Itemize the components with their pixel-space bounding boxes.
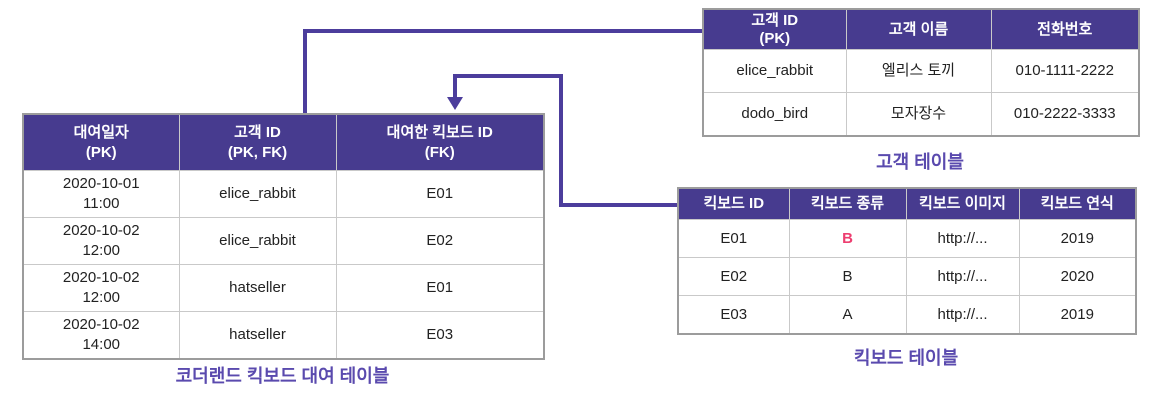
header-line2: (FK): [424, 143, 455, 161]
cell-rental-date: 2020-10-02 14:00: [22, 311, 180, 360]
down-arrowhead-icon: [447, 97, 463, 110]
kickboard-table-header: 킥보드 ID 킥보드 종류 킥보드 이미지 킥보드 연식: [677, 187, 1137, 220]
cell-kickboard-image: http://...: [905, 295, 1020, 335]
cell-rental-date: 2020-10-02 12:00: [22, 264, 180, 312]
date-line: 2020-10-01: [62, 175, 140, 192]
cell-kickboard-year: 2019: [1018, 219, 1137, 258]
rental-header-customer-id: 고객 ID (PK, FK): [178, 113, 337, 171]
cell-customer-phone: 010-2222-3333: [990, 92, 1140, 137]
cell-kickboard-id: E01: [677, 219, 790, 258]
cell-kickboard-id: E02: [677, 257, 790, 296]
cell-customer-id: hatseller: [178, 264, 337, 312]
rental-table: 대여일자 (PK) 고객 ID (PK, FK) 대여한 킥보드 ID (FK)…: [22, 113, 545, 360]
table-row: elice_rabbit 엘리스 토끼 010-1111-2222: [702, 49, 1140, 93]
cell-kickboard-id: E03: [677, 295, 790, 335]
cell-kickboard-year: 2020: [1018, 257, 1137, 296]
header-line2: (PK): [85, 143, 117, 161]
customer-table: 고객 ID (PK) 고객 이름 전화번호 elice_rabbit 엘리스 토…: [702, 8, 1140, 137]
cell-customer-id: elice_rabbit: [178, 170, 337, 218]
customer-header-name: 고객 이름: [845, 8, 992, 50]
customer-table-header: 고객 ID (PK) 고객 이름 전화번호: [702, 8, 1140, 50]
cell-kickboard-year: 2019: [1018, 295, 1137, 335]
header-line1: 대여한 킥보드 ID: [386, 123, 493, 141]
table-row: E03 A http://... 2019: [677, 295, 1137, 335]
table-row: E02 B http://... 2020: [677, 257, 1137, 296]
fk-connector-customer-id: [303, 29, 702, 113]
table-row: dodo_bird 모자장수 010-2222-3333: [702, 92, 1140, 137]
kickboard-header-id: 킥보드 ID: [677, 187, 790, 220]
cell-kickboard-type: A: [788, 295, 907, 335]
kickboard-table: 킥보드 ID 킥보드 종류 킥보드 이미지 킥보드 연식 E01 B http:…: [677, 187, 1137, 335]
cell-customer-id: dodo_bird: [702, 92, 847, 137]
cell-kickboard-id: E03: [335, 311, 545, 360]
table-row: 2020-10-02 14:00 hatseller E03: [22, 311, 545, 360]
rental-header-date: 대여일자 (PK): [22, 113, 180, 171]
customer-header-phone: 전화번호: [990, 8, 1140, 50]
date-line: 2020-10-02: [62, 316, 140, 333]
table-row: 2020-10-02 12:00 hatseller E01: [22, 264, 545, 312]
cell-kickboard-type-highlighted: B: [788, 219, 907, 258]
customer-table-caption: 고객 테이블: [876, 152, 964, 172]
header-line1: 대여일자: [73, 123, 129, 141]
time-line: 14:00: [82, 336, 121, 353]
cell-customer-id: hatseller: [178, 311, 337, 360]
table-row: 2020-10-02 12:00 elice_rabbit E02: [22, 217, 545, 265]
header-line2: (PK): [759, 29, 791, 47]
rental-table-header: 대여일자 (PK) 고객 ID (PK, FK) 대여한 킥보드 ID (FK): [22, 113, 545, 171]
date-line: 2020-10-02: [62, 222, 140, 239]
kickboard-header-year: 킥보드 연식: [1018, 187, 1137, 220]
table-row: 2020-10-01 11:00 elice_rabbit E01: [22, 170, 545, 218]
time-line: 11:00: [83, 195, 120, 212]
time-line: 12:00: [82, 242, 121, 259]
kickboard-header-type: 킥보드 종류: [788, 187, 907, 220]
cell-rental-date: 2020-10-02 12:00: [22, 217, 180, 265]
rental-table-caption: 코더랜드 킥보드 대여 테이블: [175, 366, 390, 386]
cell-kickboard-id: E01: [335, 170, 545, 218]
cell-customer-id: elice_rabbit: [178, 217, 337, 265]
rental-header-kickboard-id: 대여한 킥보드 ID (FK): [335, 113, 545, 171]
cell-rental-date: 2020-10-01 11:00: [22, 170, 180, 218]
cell-customer-name: 모자장수: [845, 92, 992, 137]
table-row: E01 B http://... 2019: [677, 219, 1137, 258]
customer-header-id: 고객 ID (PK): [702, 8, 847, 50]
date-line: 2020-10-02: [62, 269, 140, 286]
cell-kickboard-image: http://...: [905, 257, 1020, 296]
cell-customer-name: 엘리스 토끼: [845, 49, 992, 93]
header-line1: 고객 ID: [234, 123, 281, 141]
cell-kickboard-id: E02: [335, 217, 545, 265]
header-line2: (PK, FK): [227, 143, 288, 161]
cell-kickboard-image: http://...: [905, 219, 1020, 258]
cell-kickboard-id: E01: [335, 264, 545, 312]
header-line1: 고객 ID: [751, 11, 799, 29]
cell-customer-id: elice_rabbit: [702, 49, 847, 93]
cell-customer-phone: 010-1111-2222: [990, 49, 1140, 93]
kickboard-table-caption: 킥보드 테이블: [853, 348, 959, 368]
cell-kickboard-type: B: [788, 257, 907, 296]
kickboard-header-image: 킥보드 이미지: [905, 187, 1020, 220]
time-line: 12:00: [82, 289, 121, 306]
